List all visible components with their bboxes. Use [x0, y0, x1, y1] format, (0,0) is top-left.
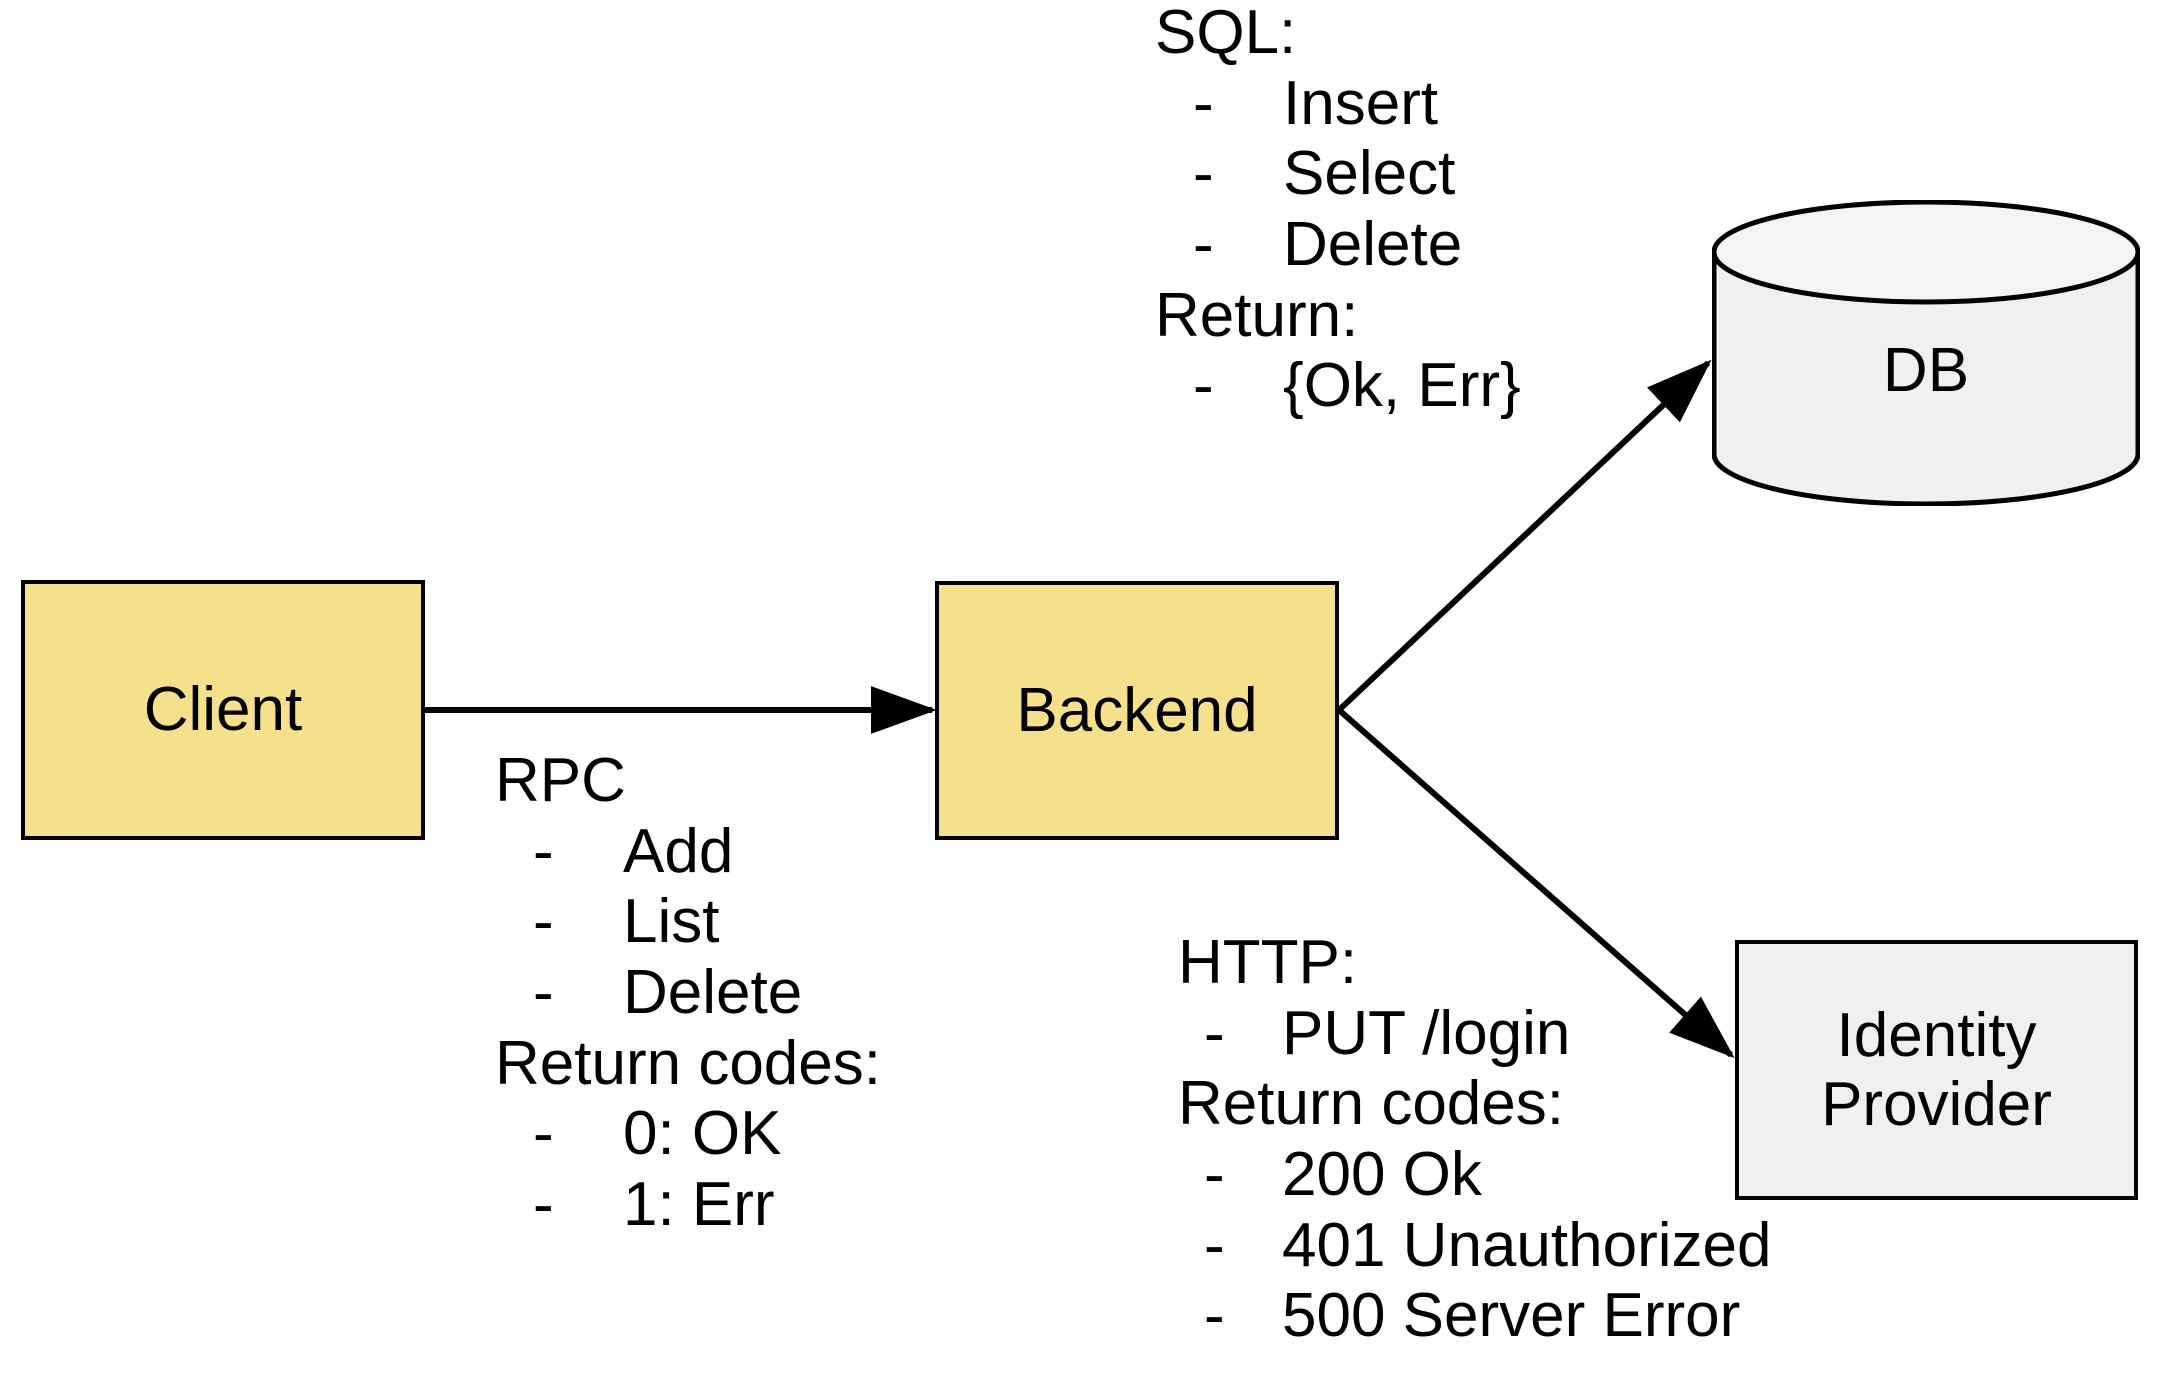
rpc-method-item: -Delete: [495, 958, 881, 1029]
node-client-label: Client: [143, 675, 303, 745]
http-return-label: 401 Unauthorized: [1282, 1210, 1772, 1280]
sql-method-label: Select: [1283, 139, 1456, 209]
rpc-method-label: Add: [623, 816, 734, 886]
sql-protocol-heading: SQL:: [1155, 0, 1297, 67]
sql-method-label: Insert: [1283, 68, 1439, 138]
rpc-return-label: 0: OK: [623, 1099, 782, 1169]
node-backend[interactable]: Backend: [935, 581, 1339, 840]
http-return-item: -500 Server Error: [1178, 1281, 1771, 1352]
annotation-rpc: RPC -Add -List -Delete Return codes: -0:…: [495, 746, 881, 1241]
bullet-dash: -: [533, 1170, 554, 1240]
rpc-return-heading: Return codes:: [495, 1028, 881, 1098]
http-return-label: 200 Ok: [1282, 1140, 1482, 1210]
http-return-label: 500 Server Error: [1282, 1281, 1741, 1351]
rpc-method-item: -List: [495, 887, 881, 958]
node-identity-provider[interactable]: Identity Provider: [1735, 940, 2138, 1200]
node-database-label: DB: [1882, 336, 1970, 406]
node-identity-provider-label: Identity Provider: [1821, 1000, 2052, 1139]
node-database[interactable]: DB: [1712, 200, 2140, 506]
http-return-item: -401 Unauthorized: [1178, 1211, 1771, 1282]
rpc-method-item: -Add: [495, 817, 881, 888]
sql-method-item: -Insert: [1155, 69, 1521, 140]
sql-return-label: {Ok, Err}: [1283, 351, 1521, 421]
http-method-label: PUT /login: [1282, 998, 1571, 1068]
bullet-dash: -: [1193, 210, 1214, 280]
sql-return-heading: Return:: [1155, 280, 1359, 350]
node-client[interactable]: Client: [21, 580, 425, 840]
bullet-dash: -: [1193, 68, 1214, 138]
bullet-dash: -: [1193, 139, 1214, 209]
rpc-return-item: -1: Err: [495, 1170, 881, 1241]
http-return-item: -200 Ok: [1178, 1140, 1771, 1211]
bullet-dash: -: [533, 887, 554, 957]
sql-method-item: -Delete: [1155, 210, 1521, 281]
bullet-dash: -: [1204, 998, 1225, 1068]
annotation-http: HTTP: -PUT /login Return codes: -200 Ok …: [1178, 928, 1771, 1352]
bullet-dash: -: [533, 816, 554, 886]
rpc-protocol-heading: RPC: [495, 746, 626, 815]
rpc-return-label: 1: Err: [623, 1170, 775, 1240]
http-method-item: -PUT /login: [1178, 999, 1771, 1070]
rpc-method-label: List: [623, 887, 720, 957]
bullet-dash: -: [533, 958, 554, 1028]
rpc-method-label: Delete: [623, 958, 803, 1028]
http-return-heading: Return codes:: [1178, 1069, 1564, 1139]
sql-return-item: -{Ok, Err}: [1155, 351, 1521, 422]
annotation-sql: SQL: -Insert -Select -Delete Return: -{O…: [1155, 0, 1521, 422]
sql-method-item: -Select: [1155, 139, 1521, 210]
bullet-dash: -: [1193, 351, 1214, 421]
bullet-dash: -: [1204, 1210, 1225, 1280]
database-cylinder-icon: [1712, 200, 2140, 506]
bullet-dash: -: [1204, 1281, 1225, 1351]
bullet-dash: -: [1204, 1140, 1225, 1210]
http-protocol-heading: HTTP:: [1178, 928, 1358, 997]
bullet-dash: -: [533, 1099, 554, 1169]
rpc-return-item: -0: OK: [495, 1099, 881, 1170]
sql-method-label: Delete: [1283, 210, 1463, 280]
node-backend-label: Backend: [1016, 675, 1258, 745]
